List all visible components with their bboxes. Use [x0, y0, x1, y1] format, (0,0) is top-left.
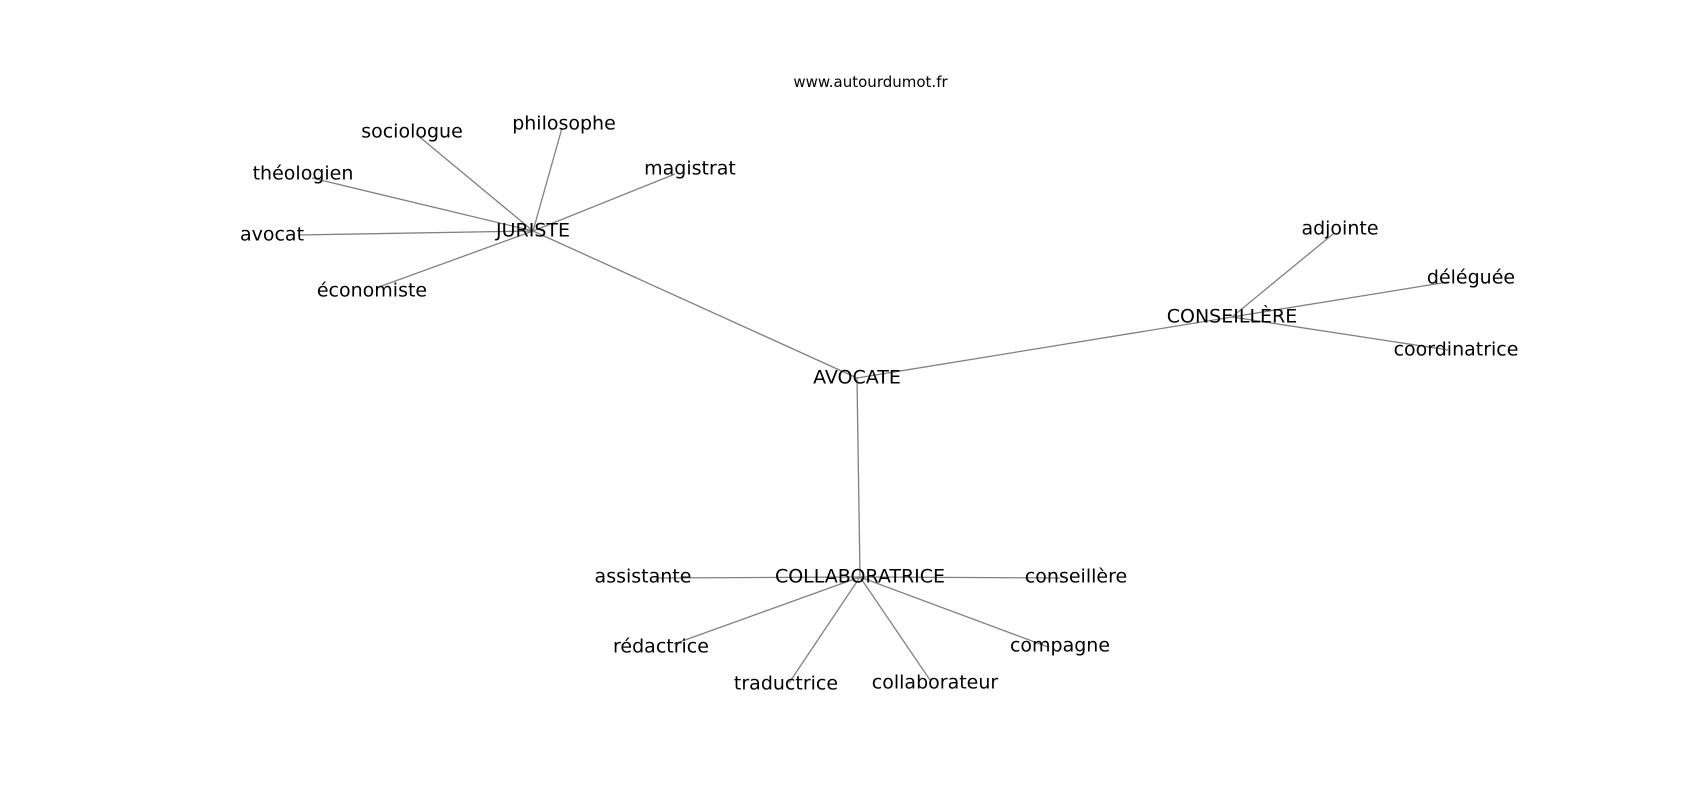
edge-avocate-conseillere-hub [856, 316, 1233, 379]
node-conseillere-hub: CONSEILLÈRE [1167, 305, 1298, 328]
node-collaborateur: collaborateur [872, 672, 999, 694]
edge-collaboratrice-collaborateur [859, 576, 931, 681]
node-conseillere-leaf: conseillère [1025, 566, 1127, 588]
node-magistrat: magistrat [644, 158, 736, 180]
edge-collaboratrice-assistante [655, 576, 861, 579]
node-redactrice: rédactrice [613, 636, 709, 658]
edge-conseillere-hub-adjointe [1231, 233, 1334, 318]
edge-juriste-theologien [311, 177, 534, 232]
node-avocat: avocat [240, 224, 304, 246]
edge-collaboratrice-conseillere-leaf [859, 576, 1061, 579]
node-philosophe: philosophe [512, 113, 616, 135]
edge-juriste-economiste [375, 230, 534, 289]
edges-layer [297, 127, 1449, 684]
edge-conseillere-hub-deleguee [1231, 281, 1449, 318]
node-assistante: assistante [595, 566, 692, 588]
node-juriste: JURISTE [495, 220, 570, 242]
node-collaboratrice: COLLABORATRICE [775, 566, 945, 588]
node-compagne: compagne [1010, 635, 1110, 657]
edge-collaboratrice-compagne [859, 576, 1049, 648]
edge-conseillere-hub-coordinatrice [1231, 316, 1449, 351]
node-coordinatrice: coordinatrice [1394, 339, 1519, 361]
edge-avocate-juriste [532, 230, 858, 379]
edge-juriste-magistrat [532, 173, 676, 232]
edge-juriste-sociologue [415, 133, 534, 232]
edge-collaboratrice-redactrice [673, 576, 861, 645]
node-theologien: théologien [253, 163, 354, 185]
nodes-layer: AVOCATE JURISTE CONSEILLÈRE COLLABORATRICE s… [240, 113, 1518, 695]
node-deleguee: déléguée [1427, 267, 1515, 289]
node-adjointe: adjointe [1301, 218, 1378, 240]
node-traductrice: traductrice [734, 673, 838, 695]
node-sociologue: sociologue [361, 121, 463, 143]
node-avocate: AVOCATE [813, 367, 901, 389]
node-economiste: économiste [317, 280, 427, 302]
site-credit: www.autourdumot.fr [793, 73, 948, 91]
edge-juriste-philosophe [532, 127, 563, 232]
edge-avocate-collaboratrice [856, 377, 861, 578]
edge-juriste-avocat [297, 230, 534, 236]
edge-collaboratrice-traductrice [788, 576, 861, 684]
